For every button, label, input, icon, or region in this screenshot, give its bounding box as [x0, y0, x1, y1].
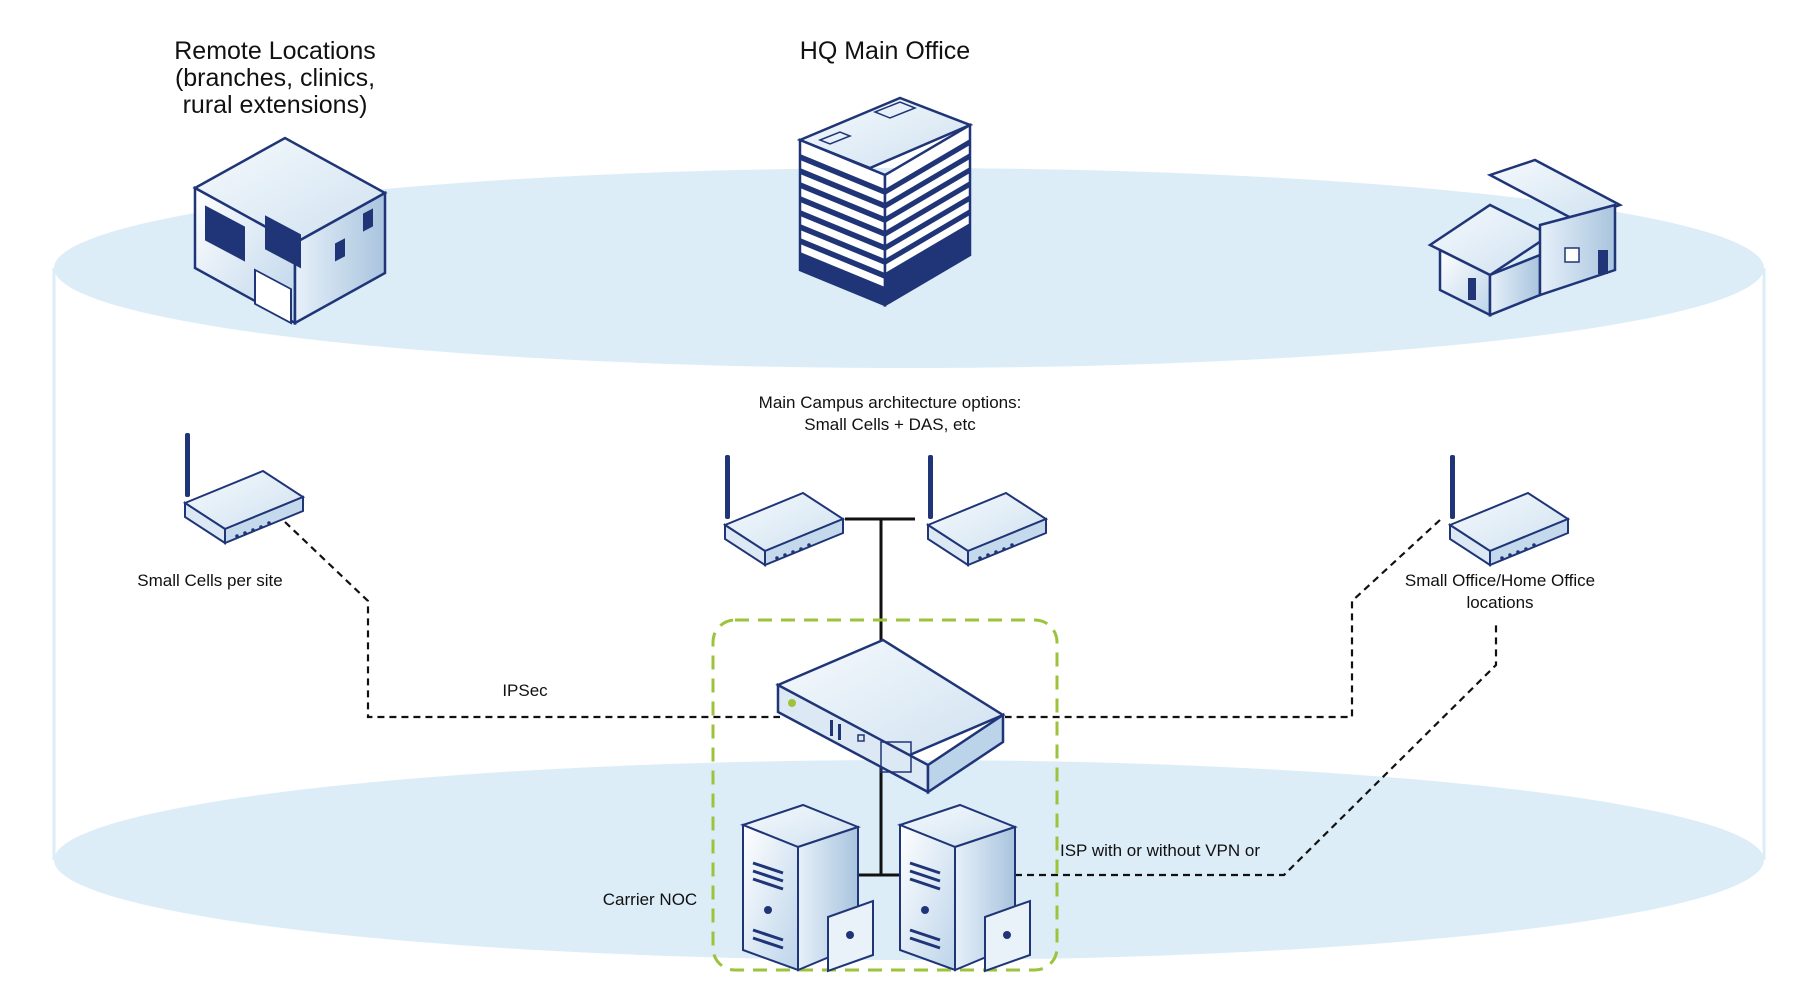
isp-link [1015, 625, 1498, 877]
hq-main-office-title: HQ Main Office [799, 37, 971, 65]
server-tower-icon [741, 803, 875, 973]
soho-ipsec-link [1005, 519, 1441, 719]
office-building-icon [192, 136, 388, 326]
connections [284, 517, 1498, 877]
rack-gateway-icon [775, 638, 1006, 795]
small-cells-per-site-label: Small Cells per site [137, 571, 283, 590]
remote-locations-title: Remote Locations (branches, clinics, rur… [174, 37, 376, 119]
skyscraper-icon [796, 96, 974, 308]
isp-label: ISP with or without VPN or [1060, 841, 1260, 860]
carrier-noc-boundary [711, 618, 1059, 972]
server-tower-icon [898, 803, 1032, 973]
soho-label: Small Office/Home Office locations [1404, 571, 1596, 612]
house-icon [1427, 158, 1624, 318]
wireless-access-point-icon [184, 432, 304, 544]
carrier-noc-label: Carrier NOC [602, 890, 698, 909]
wireless-access-point-icon [927, 454, 1047, 566]
remote-ipsec-link [284, 521, 780, 719]
ipsec-label: IPSec [502, 681, 548, 700]
wireless-access-point-icon [1449, 454, 1569, 566]
wireless-access-point-icon [724, 454, 844, 566]
main-campus-label: Main Campus architecture options: Small … [758, 393, 1022, 434]
